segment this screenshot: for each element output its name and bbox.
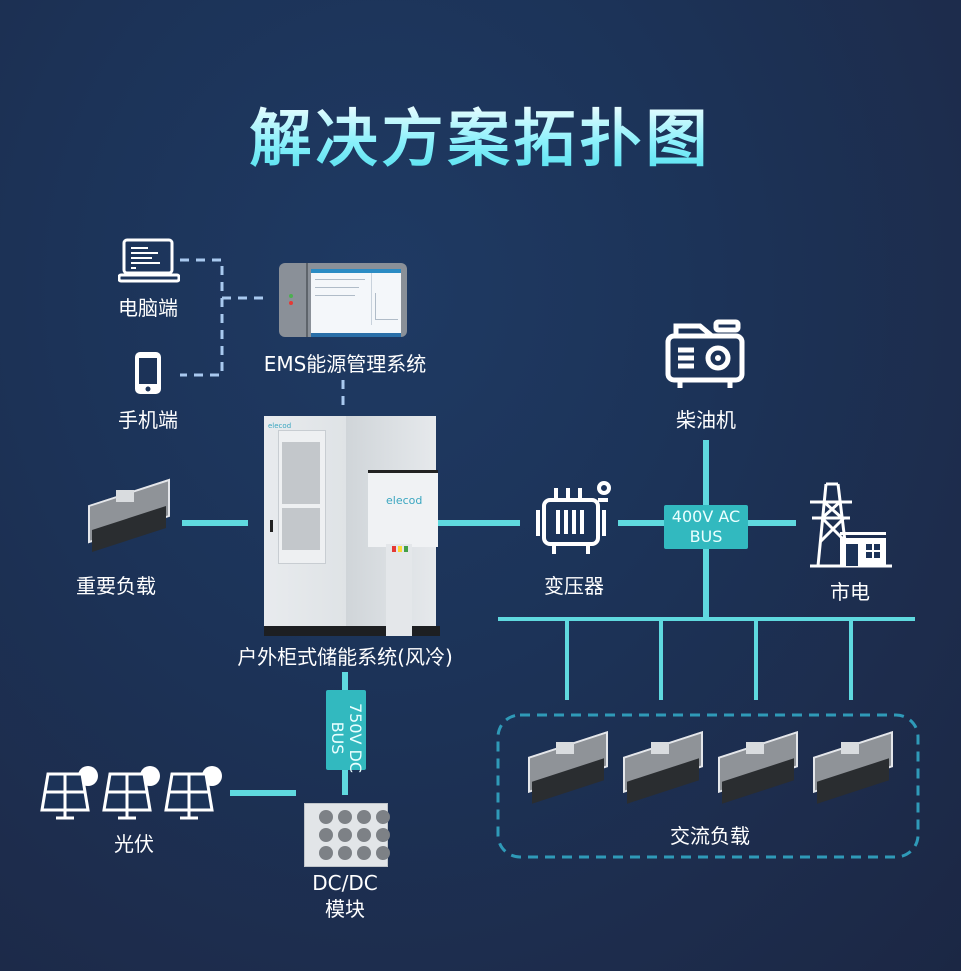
solar-panel-group: [40, 762, 230, 822]
energy-storage-cabinet: elecod elecod: [264, 410, 440, 638]
dcdc-module-icon: [304, 803, 390, 867]
ems-screen: [311, 269, 401, 337]
building-icon: [716, 731, 800, 804]
page-title: 解决方案拓扑图: [0, 88, 961, 178]
ac-load-label: 交流负载: [670, 824, 750, 848]
ac-load-buildings: [526, 731, 896, 806]
laptop-icon: [118, 238, 180, 283]
power-tower-icon: [810, 482, 892, 568]
ac-load-group-border: [496, 713, 920, 859]
cabinet-label: 户外柜式储能系统(风冷): [237, 645, 453, 669]
diesel-label: 柴油机: [676, 408, 736, 432]
dcdc-label-line2: 模块: [325, 897, 365, 921]
transformer-icon: [536, 481, 611, 554]
dc-bus-box: 750V DC BUS: [326, 690, 366, 773]
building-icon: [526, 731, 610, 804]
pv-label: 光伏: [114, 832, 154, 856]
solar-panel-icon: [102, 766, 160, 820]
dcdc-label: DC/DC 模块: [295, 870, 395, 922]
solar-panel-icon: [164, 766, 222, 820]
mobile-label: 手机端: [118, 408, 178, 432]
solar-panel-icon: [40, 766, 98, 820]
dc-bus-line1: 750V DC: [346, 702, 365, 774]
building-icon: [811, 731, 895, 804]
brand-logo-small: elecod: [268, 422, 292, 430]
pc-comm-line: [180, 258, 224, 377]
critical-load-label: 重要负载: [76, 574, 156, 598]
ac-bus-line1: 400V AC: [671, 507, 741, 526]
ac-bus-line2: BUS: [689, 527, 723, 546]
building-icon: [621, 731, 705, 804]
dc-bus-line2: BUS: [328, 721, 347, 755]
transformer-label: 变压器: [544, 574, 604, 598]
grid-label: 市电: [830, 580, 870, 604]
ac-bus-box: 400V AC BUS: [664, 505, 748, 549]
brand-logo: elecod: [386, 494, 423, 507]
generator-icon: [665, 319, 745, 388]
pc-label: 电脑端: [118, 296, 178, 320]
ems-panel: [279, 263, 407, 337]
smartphone-icon: [135, 352, 161, 394]
ems-label: EMS能源管理系统: [263, 352, 427, 376]
critical-load-building-icon: [86, 478, 170, 553]
dcdc-label-line1: DC/DC: [312, 871, 378, 895]
